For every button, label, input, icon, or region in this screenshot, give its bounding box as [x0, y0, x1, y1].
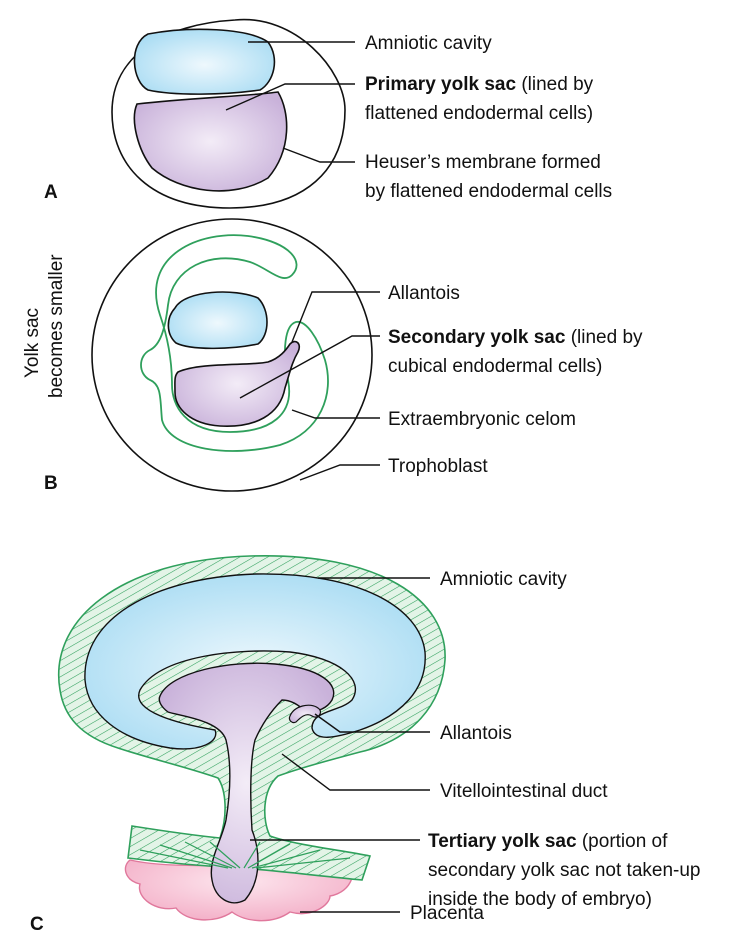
label-tertiary-yolk-sac: Tertiary yolk sac (portion of [428, 831, 668, 852]
label-primary-yolk-sac: Primary yolk sac (lined by [365, 74, 594, 95]
panel-b: Yolk sac becomes smaller Allantois Secon… [22, 219, 643, 494]
label-amniotic-cavity-c: Amniotic cavity [440, 569, 567, 590]
amniotic-cavity-a [134, 29, 274, 94]
side-label-line1: Yolk sac [22, 308, 43, 378]
label-tertiary-yolk-sac-rest-1: (portion of [577, 831, 669, 852]
label-secondary-yolk-sac: Secondary yolk sac (lined by [388, 327, 643, 348]
panel-letter-a: A [44, 182, 58, 203]
label-allantois-b: Allantois [388, 283, 460, 304]
label-extraembryonic-celom: Extraembryonic celom [388, 409, 576, 430]
panel-c: Amniotic cavity Allantois Vitellointesti… [30, 556, 701, 935]
label-secondary-yolk-sac-line2: cubical endodermal cells) [388, 356, 602, 377]
label-secondary-yolk-sac-rest-1: (lined by [565, 327, 643, 348]
label-secondary-yolk-sac-bold: Secondary yolk sac [388, 327, 566, 348]
label-tertiary-yolk-sac-bold: Tertiary yolk sac [428, 831, 577, 852]
label-amniotic-cavity-a: Amniotic cavity [365, 33, 492, 54]
label-trophoblast: Trophoblast [388, 456, 488, 477]
label-primary-yolk-sac-bold: Primary yolk sac [365, 74, 516, 95]
panel-a: Amniotic cavity Primary yolk sac (lined … [44, 20, 612, 208]
label-primary-yolk-sac-rest-1: (lined by [516, 74, 594, 95]
amniotic-cavity-b [168, 292, 267, 348]
label-tertiary-yolk-sac-line2: secondary yolk sac not taken-up [428, 860, 701, 881]
label-heuser-line1: Heuser’s membrane formed [365, 152, 601, 173]
label-allantois-c: Allantois [440, 723, 512, 744]
label-vitellointestinal-duct: Vitellointestinal duct [440, 781, 608, 802]
trophoblast-outline [92, 219, 372, 491]
label-primary-yolk-sac-line2: flattened endodermal cells) [365, 103, 593, 124]
side-label-line2: becomes smaller [46, 254, 67, 398]
panel-letter-b: B [44, 473, 58, 494]
label-heuser-line2: by flattened endodermal cells [365, 181, 612, 202]
panel-letter-c: C [30, 914, 44, 935]
label-placenta: Placenta [410, 903, 484, 924]
